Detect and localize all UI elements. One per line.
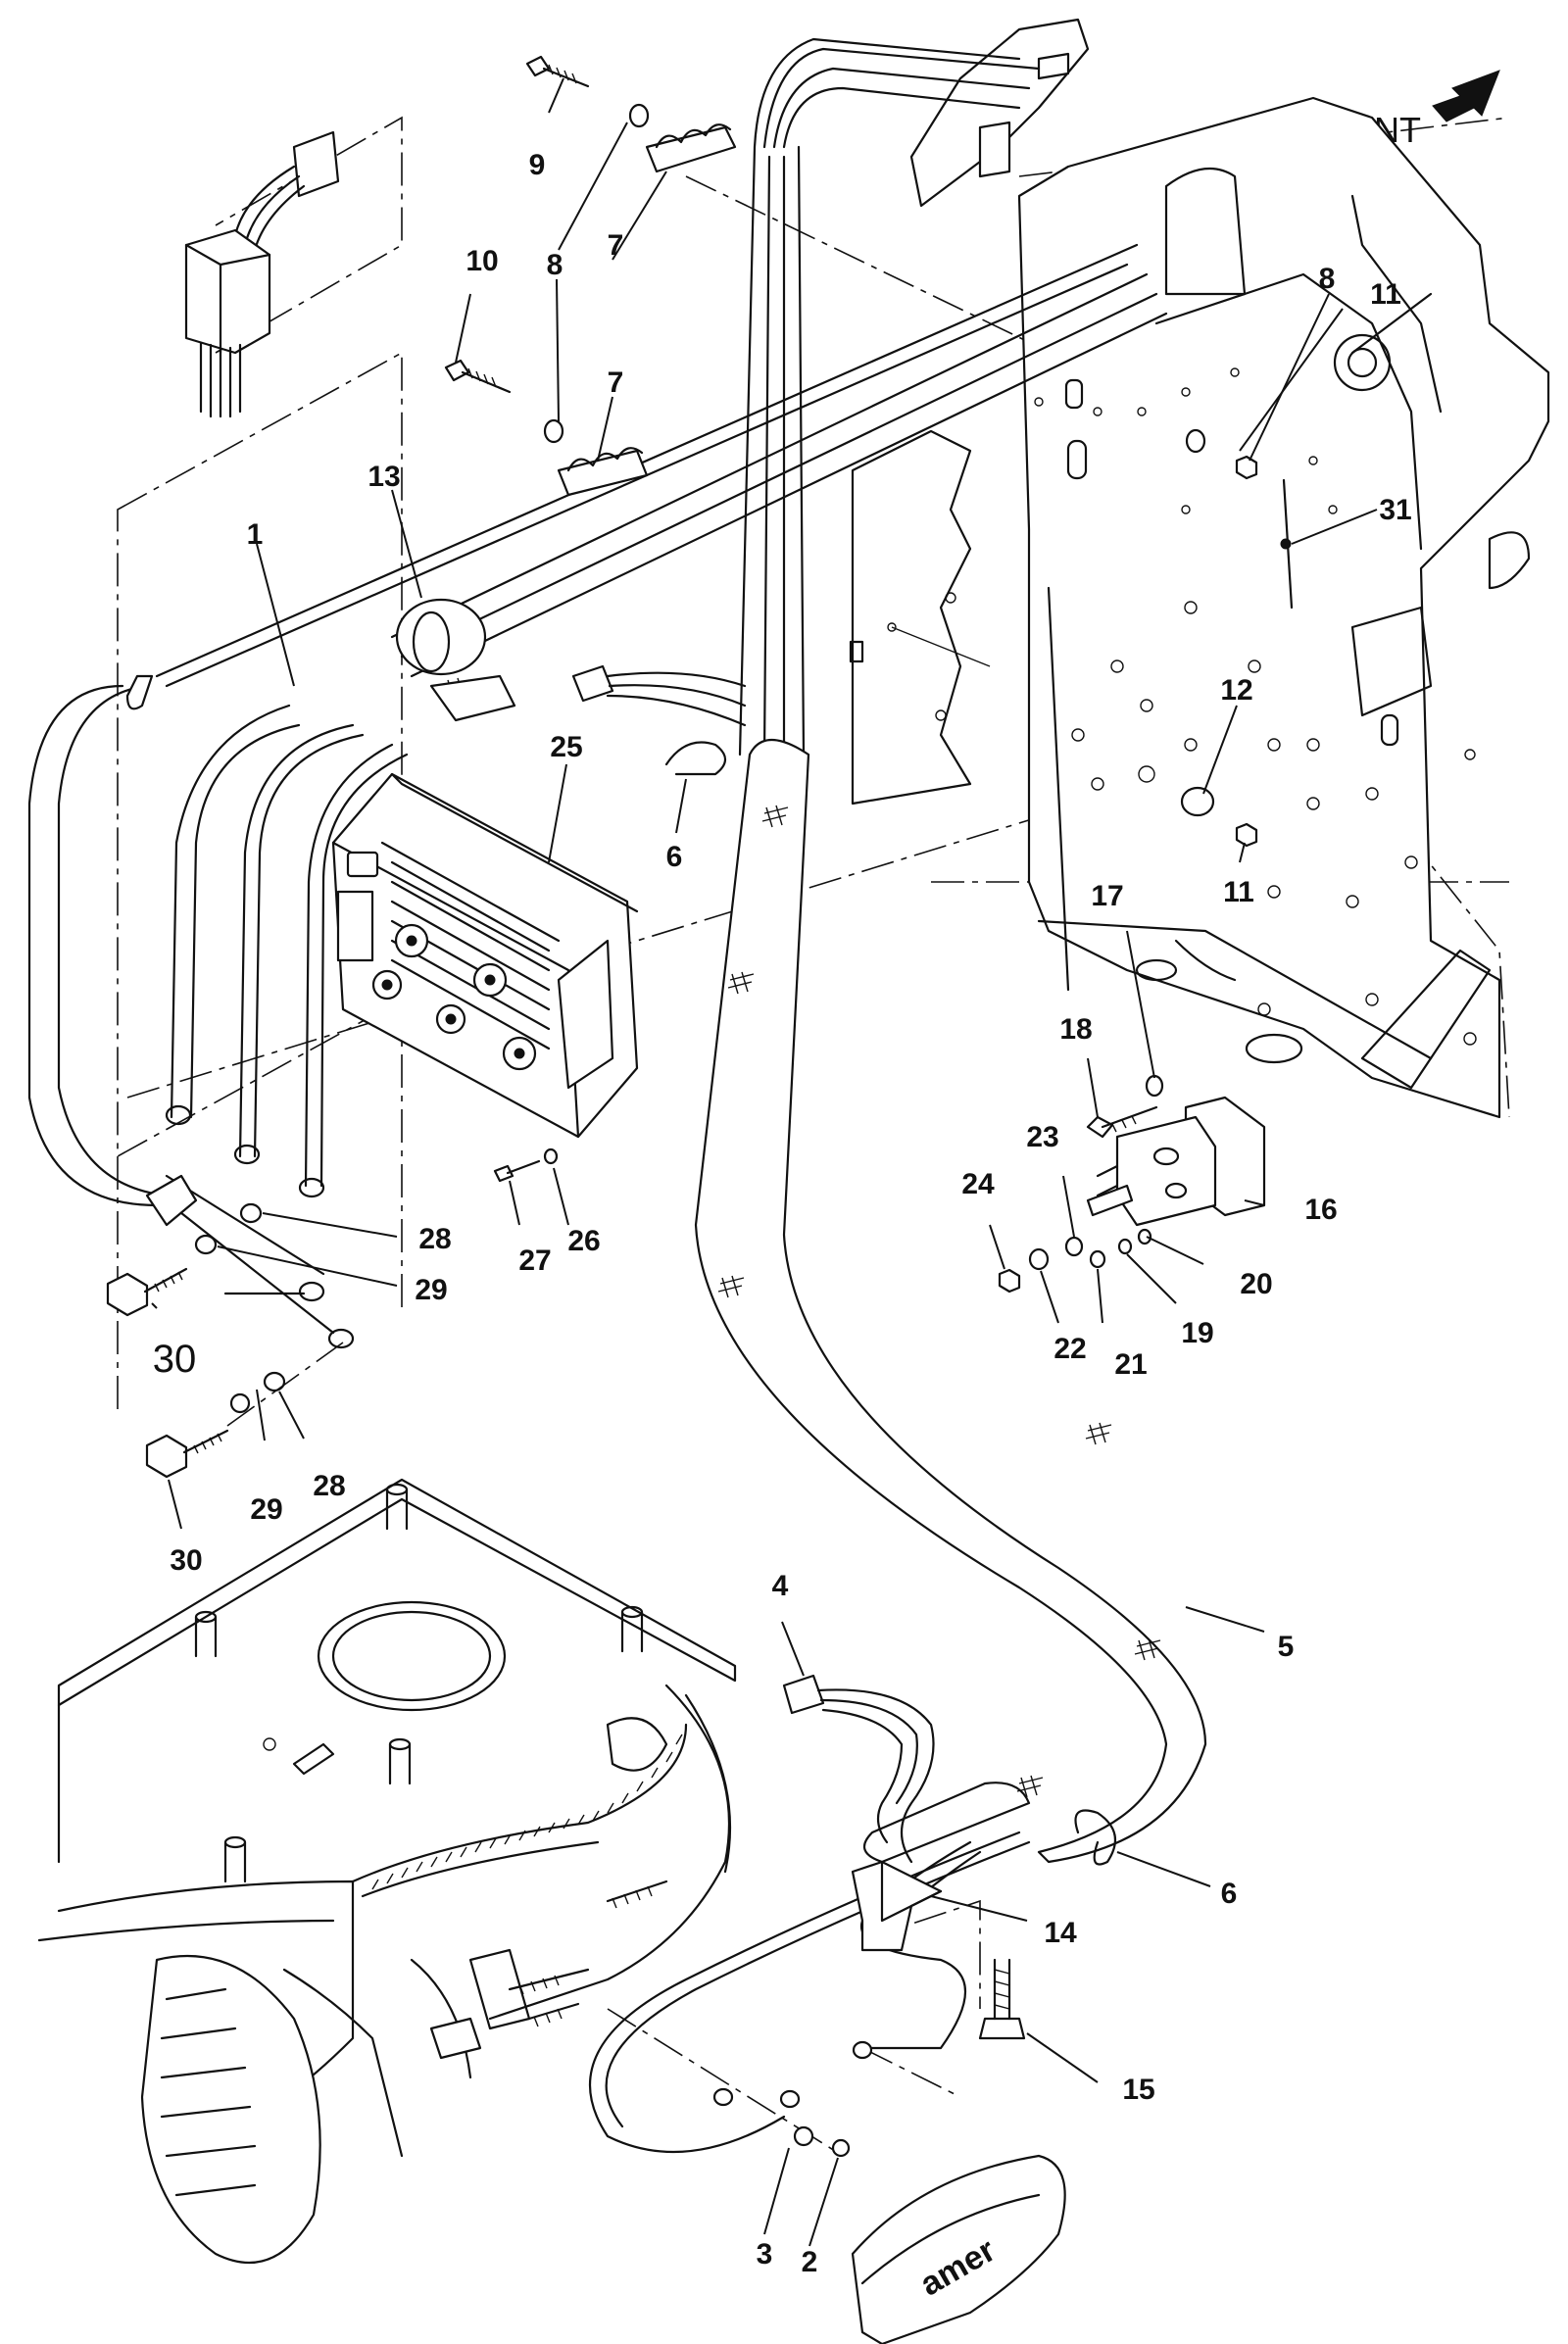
callout-5: 5 <box>1278 1631 1295 1663</box>
callout-7-lower: 7 <box>608 366 624 399</box>
callout-28-lower: 28 <box>313 1470 345 1502</box>
callout-27: 27 <box>518 1245 551 1277</box>
callout-30-lower: 30 <box>170 1544 202 1577</box>
callout-12: 12 <box>1220 674 1252 707</box>
main-harness <box>443 37 1207 1864</box>
callout-17: 17 <box>1091 880 1123 912</box>
motor-controller <box>331 772 639 1139</box>
callout-8-left: 8 <box>547 249 564 281</box>
washer-nut-set <box>1180 786 1258 848</box>
connector-plug <box>184 130 340 418</box>
callout-19: 19 <box>1181 1317 1213 1349</box>
callout-6-lower: 6 <box>1221 1878 1238 1910</box>
mounting-frame <box>909 18 1550 1119</box>
callout-30-upper: 30 <box>153 1338 197 1381</box>
callout-25: 25 <box>550 731 582 763</box>
callout-6-upper: 6 <box>666 841 683 873</box>
callout-11-lower: 11 <box>1223 876 1254 908</box>
callout-11-upper: 11 <box>1370 278 1401 311</box>
callouts: 1 2 3 4 5 6 6 7 7 8 8 9 10 11 11 12 13 1… <box>153 149 1412 2278</box>
cable-clamps <box>557 123 737 497</box>
lower-fasteners <box>106 1148 559 1479</box>
signal-connector-upper <box>571 664 747 727</box>
drive-unit <box>37 1478 737 2264</box>
callout-7-upper: 7 <box>608 229 624 262</box>
callout-26: 26 <box>567 1225 600 1257</box>
callout-29-upper: 29 <box>415 1274 447 1306</box>
screws-upper <box>444 55 1258 480</box>
switch-assembly <box>998 1074 1266 1294</box>
callout-24: 24 <box>961 1168 995 1200</box>
cable-grommet <box>395 598 516 722</box>
callout-13: 13 <box>368 461 400 493</box>
callout-15: 15 <box>1122 2074 1154 2106</box>
snap-ring-upper <box>664 741 727 776</box>
cable-tie <box>1280 478 1294 610</box>
callout-10: 10 <box>466 245 498 277</box>
motor-cover: amer <box>851 2154 1066 2344</box>
callout-1: 1 <box>247 518 264 551</box>
callout-9: 9 <box>529 149 546 181</box>
callout-16: 16 <box>1304 1194 1337 1226</box>
callout-14: 14 <box>1044 1917 1077 1949</box>
callout-23: 23 <box>1026 1121 1058 1153</box>
callout-4: 4 <box>772 1570 789 1602</box>
arrow-right-icon <box>1432 70 1500 122</box>
mounting-bracket <box>849 429 991 806</box>
callout-8-right: 8 <box>1319 263 1336 295</box>
callout-22: 22 <box>1054 1333 1086 1365</box>
callout-29-lower: 29 <box>250 1493 282 1526</box>
retainer-bracket <box>851 1809 1117 2040</box>
callout-2: 2 <box>802 2246 818 2278</box>
callout-31: 31 <box>1379 494 1411 526</box>
callout-3: 3 <box>757 2238 773 2271</box>
callout-20: 20 <box>1240 1268 1272 1300</box>
callout-28-upper: 28 <box>418 1223 451 1255</box>
callout-21: 21 <box>1114 1348 1147 1381</box>
callout-18: 18 <box>1059 1013 1092 1046</box>
leader-lines <box>151 77 1378 2247</box>
